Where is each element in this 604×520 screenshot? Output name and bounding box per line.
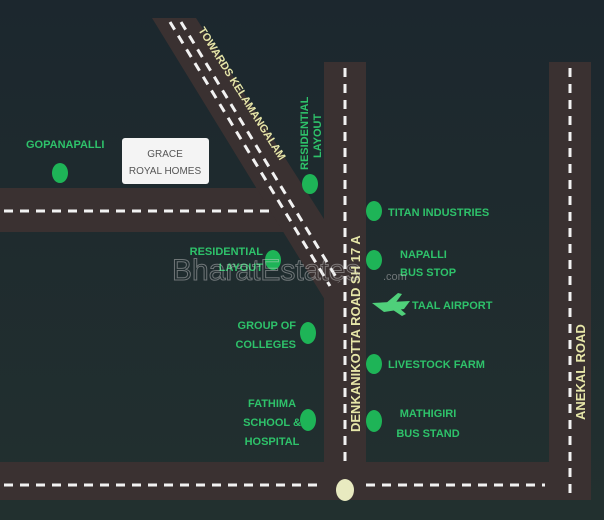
landmark-dot-residential-west: [265, 250, 281, 270]
diagonal-road: [152, 18, 366, 330]
label-mathigiri-1: MATHIGIRI: [400, 408, 457, 420]
road-dashes: [4, 21, 572, 496]
label-bus-stop-2: BUS STOP: [400, 267, 456, 279]
junction-marker: [336, 479, 354, 501]
label-bus-stop-1: NAPALLI: [400, 249, 447, 261]
landmark-dot-colleges: [300, 322, 316, 344]
project-name-line1: GRACE: [147, 149, 183, 160]
label-residential-layout-2: LAYOUT: [312, 114, 324, 158]
label-airport: TAAL AIRPORT: [412, 300, 493, 312]
airplane-icon: [372, 293, 410, 316]
label-livestock: LIVESTOCK FARM: [388, 359, 485, 371]
road-label-denkanikota: DENKANIKOTTA ROAD SH 17 A: [348, 235, 363, 432]
watermark-suffix: .com: [383, 271, 407, 283]
label-titan: TITAN INDUSTRIES: [388, 207, 489, 219]
label-colleges-2: COLLEGES: [235, 339, 296, 351]
landmark-dot-titan: [366, 201, 382, 221]
road-label-anekal: ANEKAL ROAD: [573, 324, 588, 420]
project-marker[interactable]: GRACE ROYAL HOMES: [122, 138, 209, 184]
label-residential-west-1: RESIDENTIAL: [190, 246, 264, 258]
label-gopanapalli: GOPANAPALLI: [26, 139, 104, 151]
label-fathima-3: HOSPITAL: [245, 436, 300, 448]
landmark-dot-bus-stop: [366, 250, 382, 270]
south-road: [0, 462, 591, 500]
project-name-line2: ROYAL HOMES: [129, 166, 202, 177]
watermark: BharatEstates .com: [172, 254, 407, 288]
watermark-text: BharatEstates: [172, 254, 360, 287]
landmark-dot-livestock: [366, 354, 382, 374]
label-fathima-2: SCHOOL &: [243, 417, 301, 429]
label-residential-layout-1: RESIDENTIAL: [299, 96, 311, 170]
west-road: [0, 188, 290, 232]
label-colleges-1: GROUP OF: [238, 320, 297, 332]
label-residential-west-2: LAYOUT: [219, 262, 263, 274]
label-mathigiri-2: BUS STAND: [396, 428, 459, 440]
landmark-dot-gopanapalli: [52, 163, 68, 183]
label-fathima-1: FATHIMA: [248, 398, 296, 410]
landmark-dot-mathigiri: [366, 410, 382, 432]
landmark-dot-fathima: [300, 409, 316, 431]
landmark-dot-residential-layout: [302, 174, 318, 194]
